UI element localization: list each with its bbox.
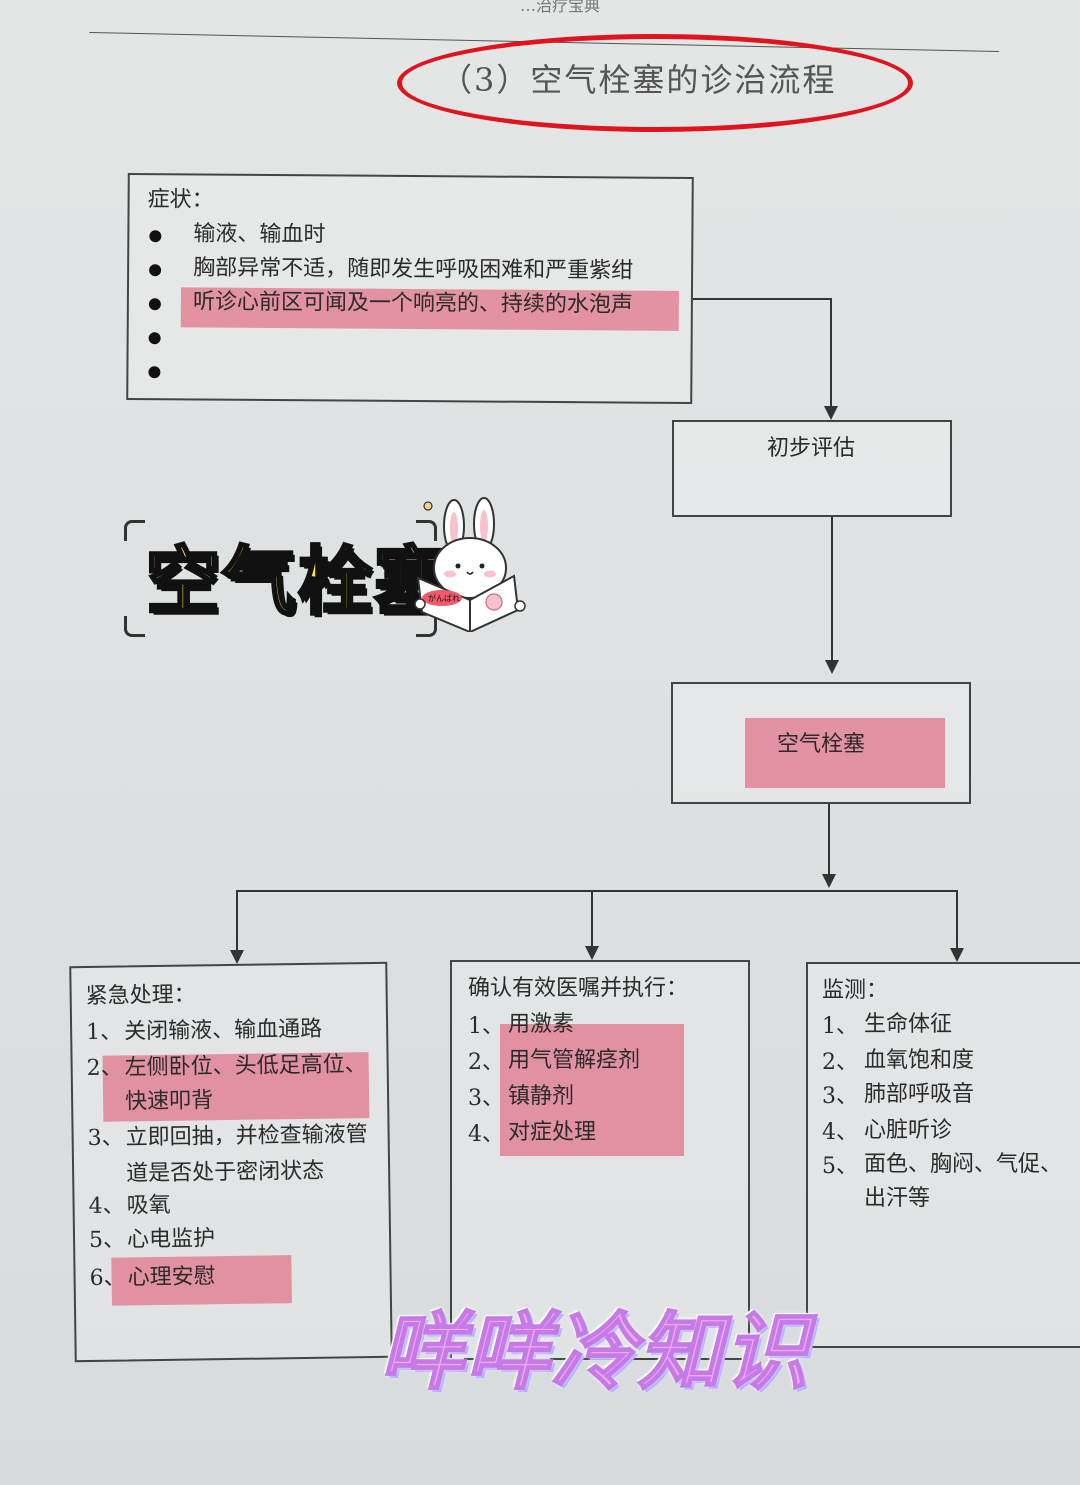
title-sticker: 空气栓塞 がんばれ (120, 497, 540, 642)
arrow-down-icon (230, 950, 244, 964)
orders-box: 确认有效医嘱并执行： 1、 用激素 2、 用气管解痉剂 3、 镇静剂 4、 对症… (450, 960, 750, 1360)
bracket-corner (124, 616, 145, 637)
symptoms-heading: 症状： (147, 187, 214, 213)
list-item: 出汗等 (864, 1186, 931, 1211)
list-num: 2、 (822, 1050, 858, 1075)
monitoring-box: 监测： 1、 生命体征 2、 血氧饱和度 3、 肺部呼吸音 4、 心脏听诊 5、… (806, 962, 1080, 1348)
arrow-down-icon (950, 948, 964, 962)
list-item: 面色、胸闷、气促、 (864, 1152, 1063, 1177)
list-item: 立即回抽，并检查输液管 (125, 1122, 368, 1151)
running-head: …治疗宝典 (520, 0, 601, 15)
list-num: 1、 (822, 1014, 858, 1039)
connector-line (828, 804, 830, 876)
list-num: 2、 (468, 1050, 504, 1075)
bullet-dot (149, 264, 162, 277)
connector-line (831, 517, 833, 662)
assessment-label: 初步评估 (767, 436, 856, 461)
bullet-dot (148, 298, 161, 311)
list-num: 2、 (86, 1055, 123, 1082)
symptom-item-1: 输液、输血时 (193, 221, 326, 248)
list-item: 心脏听诊 (864, 1118, 953, 1143)
connector-line (591, 890, 593, 946)
bracket-corner (124, 520, 145, 541)
list-num: 1、 (468, 1014, 504, 1039)
bullet-dot (149, 230, 162, 243)
bracket-corner (416, 520, 437, 541)
list-num: 4、 (88, 1193, 125, 1219)
symptoms-box: 症状： 输液、输血时 胸部异常不适，随即发生呼吸困难和严重紫绀 听诊心前区可闻及… (126, 173, 694, 404)
watermark-text: 咩咩冷知识 (379, 1302, 811, 1402)
list-item: 生命体征 (864, 1012, 953, 1037)
list-num: 4、 (468, 1122, 504, 1147)
list-item: 心理安慰 (127, 1264, 216, 1291)
diagnosis-highlight (745, 718, 945, 788)
connector-line (830, 298, 832, 408)
diagnosis-label: 空气栓塞 (777, 732, 866, 757)
list-num: 3、 (468, 1086, 504, 1111)
bunny-reading-icon: がんばれ (414, 497, 526, 632)
diagnosis-box: 空气栓塞 (671, 682, 971, 804)
connector-line (236, 890, 238, 950)
connector-line (956, 890, 958, 948)
list-num: 5、 (88, 1227, 126, 1253)
arrow-down-icon (822, 874, 836, 888)
list-item: 肺部呼吸音 (864, 1082, 975, 1107)
list-item: 镇静剂 (508, 1084, 575, 1109)
list-num: 1、 (86, 1019, 123, 1046)
bullet-dot (148, 366, 161, 379)
list-item: 用激素 (508, 1012, 575, 1037)
list-item: 吸氧 (126, 1192, 171, 1219)
list-item: 心电监护 (126, 1226, 216, 1253)
list-item: 左侧卧位、头低足高位、 (124, 1052, 367, 1081)
arrow-down-icon (825, 660, 839, 674)
list-num: 6、 (89, 1265, 126, 1291)
list-item: 用气管解痉剂 (508, 1048, 641, 1073)
arrow-down-icon (585, 946, 599, 960)
sticker-title: 空气栓塞 (145, 538, 450, 627)
monitoring-heading: 监测： (822, 978, 889, 1003)
symptom-item-3: 听诊心前区可闻及一个响亮的、持续的水泡声 (192, 289, 633, 318)
orders-heading: 确认有效医嘱并执行： (468, 976, 689, 1001)
list-num: 5、 (822, 1154, 858, 1179)
list-num: 4、 (822, 1120, 858, 1145)
emergency-heading: 紧急处理： (85, 982, 196, 1010)
list-item: 快速叩背 (124, 1088, 214, 1115)
arrow-down-icon (824, 406, 838, 420)
list-item: 对症处理 (508, 1120, 597, 1145)
list-item: 关闭输液、输血通路 (123, 1016, 323, 1045)
orders-highlight (500, 1024, 684, 1156)
bracket-corner (416, 616, 437, 637)
list-item: 血氧饱和度 (864, 1048, 975, 1073)
book-text: がんばれ (428, 593, 460, 603)
assessment-box: 初步评估 (672, 420, 952, 517)
emergency-box: 紧急处理： 1、 关闭输液、输血通路 2、 左侧卧位、头低足高位、 快速叩背 3… (69, 961, 393, 1363)
title-highlight-ring (397, 34, 913, 132)
bullet-dot (148, 332, 161, 345)
list-num: 3、 (87, 1125, 124, 1151)
branch-bar (236, 890, 958, 892)
list-num: 3、 (822, 1084, 858, 1109)
connector-line (693, 298, 831, 300)
symptom-item-2: 胸部异常不适，随即发生呼吸困难和严重紫绀 (193, 255, 634, 284)
list-item: 道是否处于密闭状态 (125, 1158, 325, 1187)
